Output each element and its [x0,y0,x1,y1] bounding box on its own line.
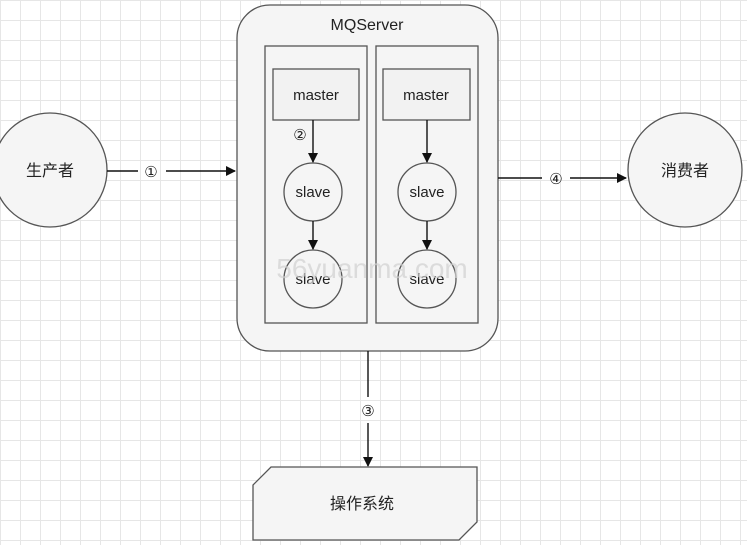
os-label: 操作系统 [330,495,394,513]
slave-label-1b: slave [295,271,330,288]
master-box-1 [272,68,360,121]
step-4-label: ④ [549,171,562,188]
master-label-2: master [403,87,449,104]
producer-label: 生产者 [26,162,74,180]
mqserver-title: MQServer [331,17,405,34]
watermark-text: 56yuanma.com [276,253,467,284]
slave-node-2b [397,249,457,309]
consumer-label: 消费者 [661,162,709,180]
step-2-label: ② [293,127,306,144]
master-label-1: master [293,87,339,104]
os-node: 操作系统 [252,466,478,541]
consumer-node: 消费者 [627,112,743,228]
arrow-server-to-os: ③ [361,351,375,467]
slave-node-1b [283,249,343,309]
arrow-server-to-consumer: ④ [498,171,627,188]
slave-label-2b: slave [409,271,444,288]
slave-label-2a: slave [409,184,444,201]
replica-group-2: master slave slave [375,45,479,324]
step-3-label: ③ [361,403,374,420]
arrow-producer-to-server: ① [107,164,236,181]
step-1-label: ① [144,164,157,181]
producer-node: 生产者 [0,112,108,228]
slave-label-1a: slave [295,184,330,201]
master-box-2 [382,68,471,121]
replica-group-1: master slave slave ② [264,45,368,324]
